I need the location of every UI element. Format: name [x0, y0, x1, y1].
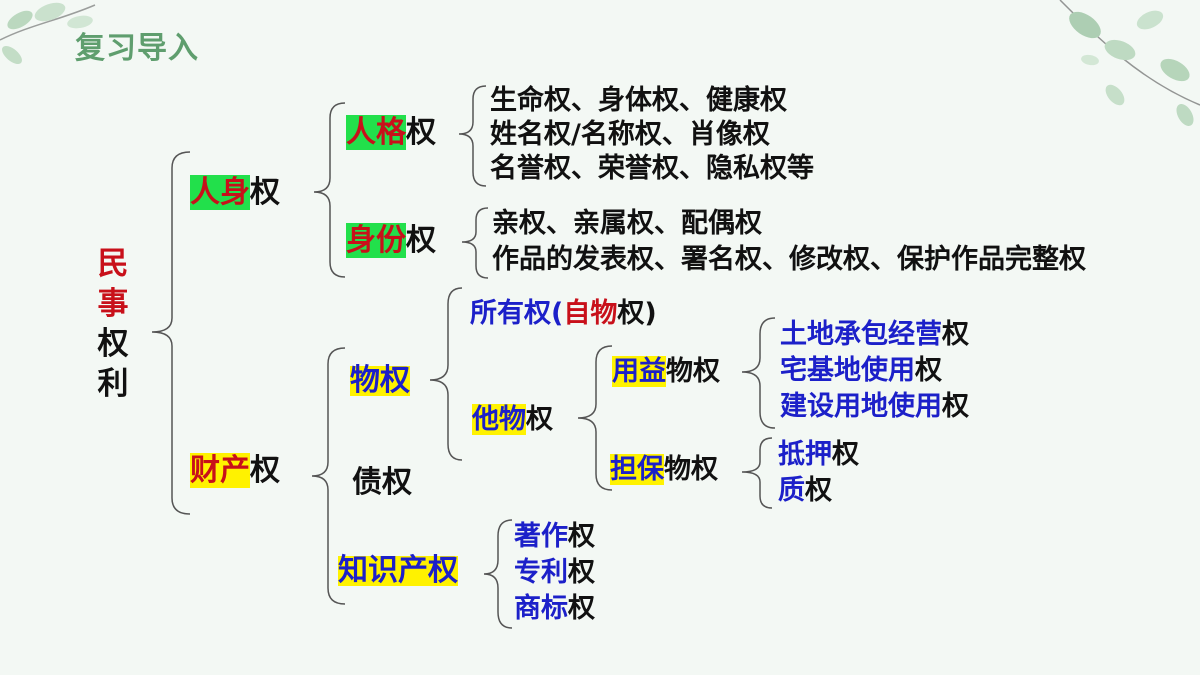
usufruct-item: 土地承包经营权: [780, 321, 969, 348]
ip-item-suffix: 权: [568, 593, 595, 624]
brace-usufruct: [741, 317, 776, 429]
ownership-prefix: 所有权(: [470, 298, 564, 329]
other-real-highlight: 他物: [472, 404, 526, 435]
usufruct-suffix: 物权: [666, 356, 720, 387]
usufruct-item-name: 土地承包经营: [780, 319, 942, 350]
usufruct-item-name: 宅基地使用: [780, 355, 915, 386]
brace-security: [741, 437, 773, 509]
personality-item: 生命权、身体权、健康权: [490, 85, 787, 116]
property-right-highlight: 财产: [190, 453, 250, 488]
usufruct-item-name: 建设用地使用: [780, 391, 942, 422]
personal-right-highlight: 人身: [190, 175, 250, 210]
security-item-suffix: 权: [805, 475, 832, 506]
brace-root: [151, 151, 191, 515]
root-char: 利: [97, 366, 129, 402]
identity-right-node: 身份权: [346, 223, 436, 258]
ip-item-name: 商标: [514, 593, 568, 624]
brace-personality: [458, 85, 487, 187]
identity-item: 亲权、亲属权、配偶权: [492, 208, 762, 239]
security-highlight: 担保: [610, 454, 664, 485]
usufruct-item: 建设用地使用权: [780, 393, 969, 420]
ip-item: 专利权: [514, 559, 595, 586]
brace-identity: [461, 207, 489, 279]
ip-item: 著作权: [514, 523, 595, 550]
security-suffix: 物权: [664, 454, 718, 485]
brace-ip: [483, 519, 513, 629]
root-char: 事: [97, 286, 129, 322]
usufruct-item-suffix: 权: [942, 391, 969, 422]
brace-property: [311, 347, 346, 605]
root-char: 权: [97, 326, 129, 362]
usufruct-node: 用益物权: [612, 356, 720, 387]
real-right-node: 物权: [350, 363, 410, 398]
security-item: 抵押权: [778, 441, 859, 468]
usufruct-highlight: 用益: [612, 356, 666, 387]
ip-item-name: 专利: [514, 557, 568, 588]
ip-item-name: 著作: [514, 521, 568, 552]
personality-item: 姓名权/名称权、肖像权: [490, 119, 770, 150]
ownership-suffix: 权): [617, 298, 657, 329]
personal-right-suffix: 权: [250, 175, 280, 210]
usufruct-item-suffix: 权: [915, 355, 942, 386]
page-title: 复习导入: [75, 31, 199, 66]
security-item: 质权: [778, 477, 832, 504]
brace-personal: [313, 102, 346, 278]
other-real-right-node: 他物权: [472, 404, 553, 435]
personal-right-node: 人身权: [190, 175, 280, 210]
security-item-suffix: 权: [832, 439, 859, 470]
identity-right-suffix: 权: [406, 223, 436, 258]
brace-other-real: [577, 345, 613, 491]
ip-right-node: 知识产权: [338, 553, 458, 588]
identity-item: 作品的发表权、署名权、修改权、保护作品完整权: [492, 244, 1086, 275]
personality-right-highlight: 人格: [346, 115, 406, 150]
personality-item: 名誉权、荣誉权、隐私权等: [490, 153, 814, 184]
ip-item-suffix: 权: [568, 521, 595, 552]
personality-right-node: 人格权: [346, 115, 436, 150]
usufruct-item-suffix: 权: [942, 319, 969, 350]
property-right-suffix: 权: [250, 453, 280, 488]
root-label: 民 事 权 利: [95, 244, 131, 404]
ownership-node: 所有权(自物权): [470, 300, 657, 327]
ip-item: 商标权: [514, 595, 595, 622]
usufruct-item: 宅基地使用权: [780, 357, 942, 384]
brace-real-right: [429, 287, 463, 461]
property-right-node: 财产权: [190, 453, 280, 488]
personality-right-suffix: 权: [406, 115, 436, 150]
ownership-highlight: 自物: [563, 298, 618, 329]
other-real-suffix: 权: [526, 404, 553, 435]
ip-item-suffix: 权: [568, 557, 595, 588]
creditor-right-node: 债权: [352, 465, 412, 500]
security-item-name: 抵押: [778, 439, 832, 470]
identity-right-highlight: 身份: [346, 223, 406, 258]
root-char: 民: [97, 246, 129, 282]
security-item-name: 质: [778, 475, 805, 506]
security-node: 担保物权: [610, 454, 718, 485]
